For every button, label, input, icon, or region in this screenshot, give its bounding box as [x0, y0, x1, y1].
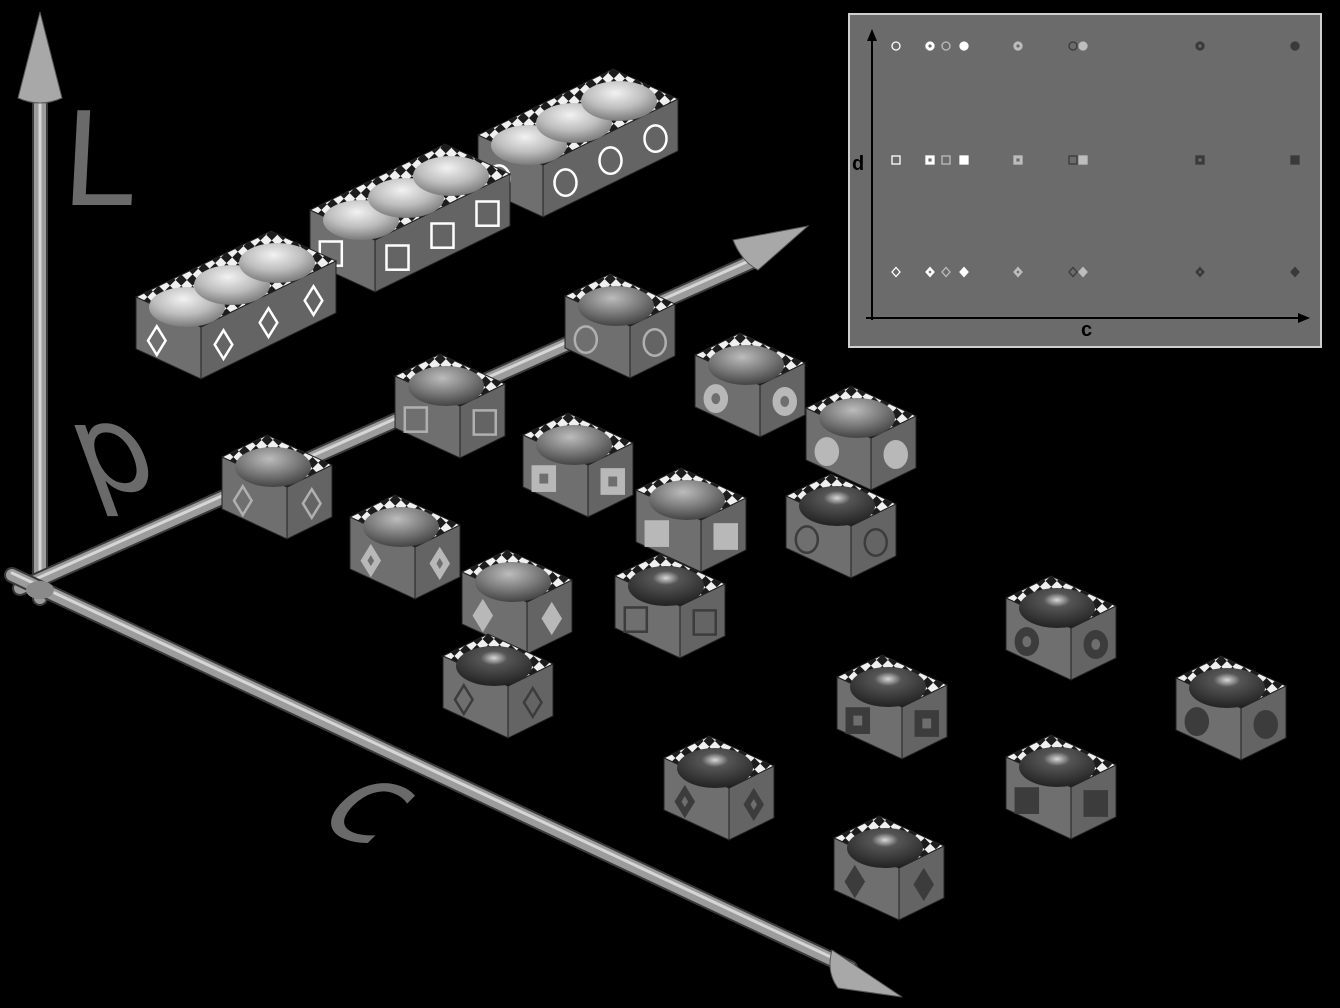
arrowhead-vertical — [18, 12, 62, 103]
marker-square — [646, 522, 668, 546]
cube-6 — [636, 468, 746, 572]
block-dome — [363, 507, 439, 547]
block-dome — [628, 566, 704, 606]
inset-marker-hole — [1016, 158, 1019, 161]
marker-square — [1085, 791, 1107, 815]
bar-diamonds — [136, 231, 336, 379]
block-dome — [235, 447, 311, 487]
block-dome — [1019, 747, 1095, 787]
inset-marker-square — [1079, 156, 1087, 164]
inset-marker-square — [892, 156, 900, 164]
inset-panel: d c — [848, 13, 1322, 348]
inset-plot — [850, 15, 1320, 346]
inset-x-label: c — [1081, 319, 1092, 342]
block-dome — [239, 243, 315, 283]
cube-15 — [664, 736, 774, 840]
marker-circle-hole — [711, 393, 720, 404]
inset-marker-circle — [1291, 42, 1299, 50]
block-dome — [456, 646, 532, 686]
marker-square-hole — [608, 477, 617, 487]
block-dome — [408, 366, 484, 406]
marker-square-hole — [922, 719, 931, 729]
marker-circle-hole — [1091, 639, 1100, 650]
inset-marker-hole — [1198, 44, 1201, 47]
marker-square-hole — [853, 716, 862, 726]
inset-marker-circle — [1079, 42, 1087, 50]
bar-squares — [310, 144, 510, 292]
block-dome — [413, 156, 489, 196]
block-dome — [1189, 668, 1265, 708]
block-dome — [677, 748, 753, 788]
inset-marker-hole — [1016, 44, 1019, 47]
cube-10 — [786, 474, 896, 578]
cube-1 — [565, 274, 675, 378]
cube-11 — [615, 554, 725, 658]
cube-17 — [1006, 735, 1116, 839]
marker-circle — [1255, 711, 1277, 737]
cube-4 — [395, 354, 505, 458]
inset-y-label: d — [852, 153, 864, 176]
block-dome — [847, 828, 923, 868]
inset-marker-circle — [1069, 42, 1077, 50]
inset-marker-circle — [960, 42, 968, 50]
cube-2 — [695, 333, 805, 437]
marker-square-hole — [539, 474, 548, 484]
inset-marker-square — [942, 156, 950, 164]
cube-14 — [837, 655, 947, 759]
marker-circle — [816, 438, 838, 464]
inset-marker-circle — [942, 42, 950, 50]
block-dome — [819, 398, 895, 438]
marker-circle — [1186, 708, 1208, 734]
inset-marker-square — [1291, 156, 1299, 164]
block-dome — [581, 81, 657, 121]
inset-x-arrow — [1298, 313, 1310, 323]
inset-marker-hole — [928, 158, 931, 161]
marker-square — [1016, 789, 1038, 813]
block-dome — [536, 425, 612, 465]
block-dome — [578, 286, 654, 326]
block-dome — [708, 345, 784, 385]
inset-marker-diamond — [1079, 268, 1087, 277]
marker-circle — [885, 441, 907, 467]
cube-13 — [1006, 576, 1116, 680]
inset-marker-hole — [1198, 158, 1201, 161]
arrowhead-horizontal — [830, 950, 902, 997]
inset-marker-circle — [892, 42, 900, 50]
inset-marker-diamond — [892, 268, 900, 277]
cube-3 — [806, 386, 916, 490]
cube-16 — [1176, 656, 1286, 760]
block-dome — [1019, 588, 1095, 628]
block-dome — [850, 667, 926, 707]
inset-marker-diamond — [960, 268, 968, 277]
cube-18 — [834, 816, 944, 920]
inset-y-arrow — [867, 29, 877, 41]
inset-marker-diamond — [1291, 268, 1299, 277]
block-dome — [649, 480, 725, 520]
axis-label-L: L — [59, 95, 138, 225]
cube-5 — [523, 413, 633, 517]
marker-square — [715, 524, 737, 548]
marker-circle-hole — [1022, 636, 1031, 647]
block-dome — [475, 562, 551, 602]
inset-marker-hole — [928, 44, 931, 47]
inset-marker-diamond — [942, 268, 950, 277]
inset-marker-diamond — [1069, 268, 1077, 277]
inset-marker-square — [960, 156, 968, 164]
cube-8 — [350, 495, 460, 599]
marker-circle-hole — [780, 396, 789, 407]
block-dome — [799, 486, 875, 526]
axis-origin-joint — [26, 581, 54, 599]
inset-marker-square — [1069, 156, 1077, 164]
